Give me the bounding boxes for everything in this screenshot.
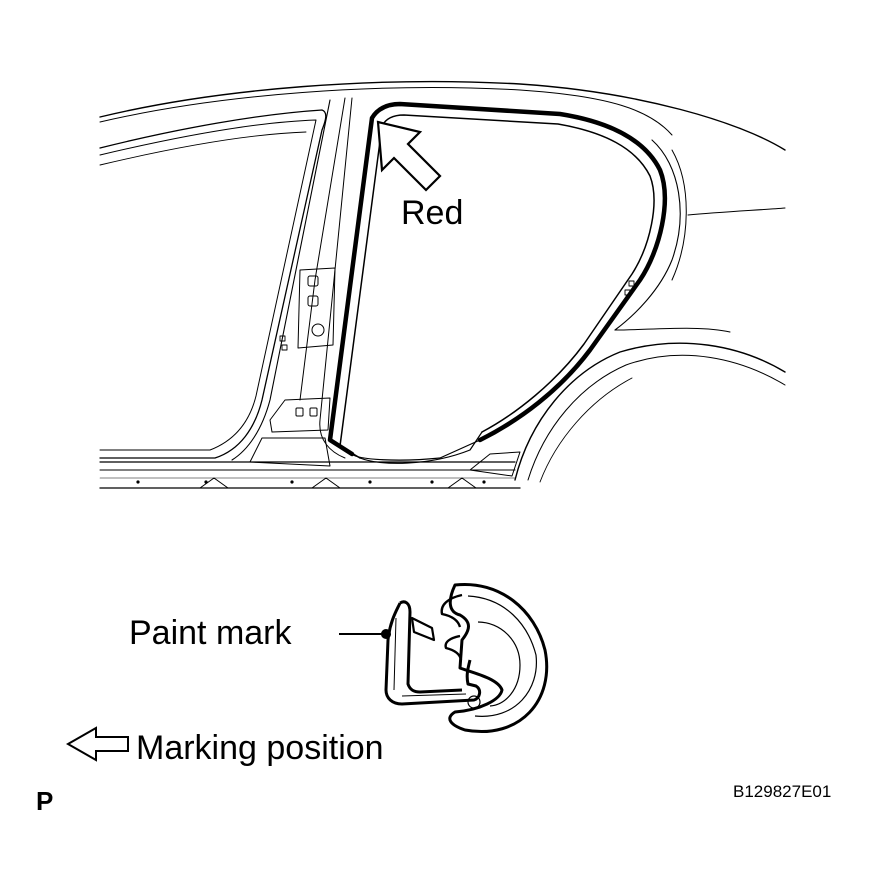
rocker-panel: [99, 461, 521, 489]
rocker-holes: [136, 480, 486, 484]
paint-mark-label: Paint mark: [129, 614, 292, 652]
paint-mark-dot: [381, 629, 391, 639]
red-indicator-arrow: [376, 120, 442, 192]
figure-code: B129827E01: [733, 782, 832, 801]
rear-quarter-panel: [469, 139, 786, 483]
wheel-arch: [514, 342, 786, 481]
b-pillar: [231, 97, 353, 467]
weatherstrip-cross-section: [384, 582, 549, 733]
marking-position-label: Marking position: [136, 729, 384, 767]
u-channel: [384, 602, 482, 706]
red-color-label: Red: [401, 194, 464, 232]
roof-line: [99, 80, 786, 151]
rear-door-weatherstrip: [327, 101, 668, 464]
view-letter: P: [36, 786, 54, 816]
marking-position-arrow: [65, 726, 129, 762]
front-door-opening: [99, 109, 327, 459]
